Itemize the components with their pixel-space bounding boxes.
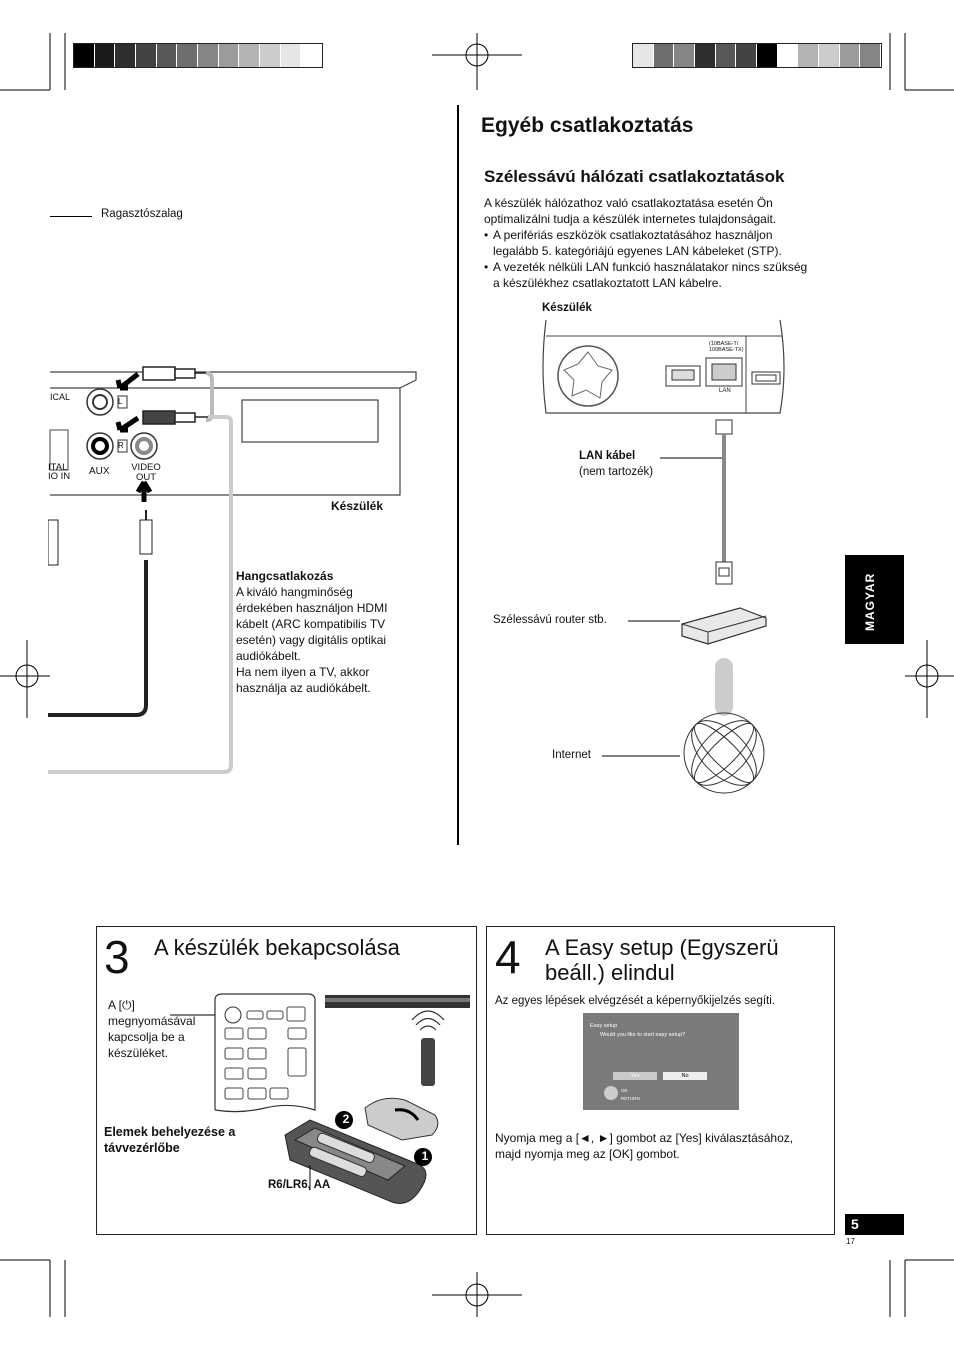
remote-illustration [170, 993, 470, 1204]
audio-line-2: érdekében használjon HDMI [236, 601, 388, 615]
power-instruction: A [⏻] megnyomásával kapcsolja be a készü… [108, 997, 208, 1061]
lan-cable-label: LAN kábel [579, 450, 636, 462]
audio-connection-block: Hangcsatlakozás A kiváló hangminőség érd… [236, 568, 426, 696]
audio-line-6: Ha nem ilyen a TV, akkor [236, 665, 370, 679]
instruction-line-2: majd nyomja meg az [OK] gombot. [495, 1147, 680, 1161]
color-swatch [280, 44, 302, 67]
lan-port-label-1: (10BASE-T/ [709, 341, 739, 347]
audio-in-label: IO IN [48, 471, 71, 482]
color-swatch [198, 44, 219, 67]
intro-line-1: A készülék hálózathoz való csatlakoztatá… [484, 196, 773, 210]
language-tab-label: MAGYAR [863, 572, 877, 631]
device-label-right: Készülék [542, 302, 592, 314]
color-swatch [736, 44, 758, 67]
page-number: 5 [851, 1216, 859, 1232]
step3-number: 3 [104, 931, 130, 983]
language-tab: MAGYAR [845, 555, 904, 644]
jack-l-label: L [118, 397, 123, 406]
tape-leader-line [50, 216, 92, 217]
instruction-line-1: Nyomja meg a [◄, ►] gombot az [Yes] kivá… [495, 1131, 794, 1145]
digital-label: ITAL [48, 462, 68, 473]
sheet-number: 17 [846, 1237, 855, 1246]
power-line-2: megnyomásával [108, 1014, 196, 1028]
no-button[interactable]: No [663, 1072, 707, 1080]
power-line-3: kapcsolja be a [108, 1030, 185, 1044]
color-swatch [653, 44, 675, 67]
color-swatch [798, 44, 820, 67]
audio-line-5: audiókábelt. [236, 649, 301, 663]
color-swatch [777, 44, 799, 67]
router-label: Szélessávú router stb. [493, 614, 607, 626]
easy-setup-screen: Easy setup Would you like to start easy … [583, 1013, 739, 1110]
bullet-2: A vezeték nélküli LAN funkció használata… [484, 259, 844, 291]
color-swatch [260, 44, 281, 67]
audio-line-7: használja az audiókábelt. [236, 681, 371, 695]
battery-step-2: 2 [342, 1112, 350, 1126]
lan-port-label: LAN [719, 388, 731, 394]
color-swatch [177, 44, 199, 67]
audio-line-3: kábelt (ARC kompatibilis TV [236, 617, 386, 631]
color-swatch [839, 44, 861, 67]
color-swatch [301, 44, 323, 67]
tape-label: Ragasztószalag [101, 208, 183, 220]
step4-box [486, 926, 835, 1235]
battery-heading: Elemek behelyezése a távvezérlőbe [104, 1124, 235, 1156]
optical-label: ICAL [50, 392, 71, 402]
screen-return: RETURN [621, 1096, 640, 1101]
section-title: Egyéb csatlakoztatás [481, 114, 694, 137]
battery-heading-2: távvezérlőbe [104, 1141, 180, 1155]
yes-button[interactable]: Yes [613, 1072, 657, 1080]
color-swatch [674, 44, 696, 67]
step4-instruction: Nyomja meg a [◄, ►] gombot az [Yes] kivá… [495, 1130, 830, 1162]
color-swatch [74, 44, 95, 67]
battery-step-1: 1 [421, 1149, 429, 1163]
step3-title: A készülék bekapcsolása [154, 935, 400, 960]
network-diagram [542, 319, 785, 794]
screen-question: Would you like to start easy setup? [600, 1032, 686, 1038]
battery-heading-1: Elemek behelyezése a [104, 1125, 236, 1139]
step4-intro: Az egyes lépések elvégzését a képernyőki… [495, 995, 775, 1007]
color-swatch [94, 44, 116, 67]
network-intro: A készülék hálózathoz való csatlakoztatá… [484, 195, 844, 291]
color-calibration-bar-right [632, 43, 882, 68]
power-line-1: A [⏻] [108, 998, 135, 1012]
navigation-dial-icon [604, 1086, 618, 1100]
color-swatch [860, 44, 882, 67]
lan-port-label-2: 100BASE-TX) [709, 347, 744, 353]
color-swatch [695, 44, 716, 67]
aux-label: AUX [89, 466, 110, 477]
device-label-left: Készülék [331, 499, 384, 513]
power-line-4: készüléket. [108, 1046, 169, 1060]
step4-title-1: A Easy setup (Egyszerü [545, 935, 779, 960]
color-swatch [115, 44, 137, 67]
color-swatch [136, 44, 157, 67]
page-number-tab: 5 [845, 1214, 904, 1235]
section-subtitle: Szélessávú hálózati csatlakoztatások [484, 167, 785, 186]
color-swatch [819, 44, 840, 67]
lan-cable-note: (nem tartozék) [579, 466, 654, 478]
intro-line-2: optimalizálni tudja a készülék internete… [484, 212, 777, 226]
video-out-label: VIDEO OUT [131, 462, 161, 483]
internet-label: Internet [552, 749, 591, 761]
audio-line-4: esetén) vagy digitális optikai [236, 633, 387, 647]
av-connection-diagram [48, 366, 417, 774]
jack-r-label: R [118, 441, 124, 450]
screen-ok: OK [621, 1088, 628, 1093]
audio-line-1: A kiváló hangminőség [236, 585, 353, 599]
screen-title: Easy setup [590, 1023, 618, 1029]
color-calibration-bar-left [73, 43, 323, 68]
color-swatch [715, 44, 737, 67]
step4-title-2: beáll.) elindul [545, 960, 675, 985]
color-swatch [239, 44, 261, 67]
bullet-1: A perifériás eszközök csatlakoztatásához… [484, 227, 844, 259]
color-swatch [757, 44, 778, 67]
color-swatch [156, 44, 178, 67]
color-swatch [218, 44, 240, 67]
battery-type: R6/LR6, AA [268, 1179, 331, 1191]
step3-box [96, 926, 477, 1235]
step4-number: 4 [495, 931, 521, 983]
color-swatch [633, 44, 654, 67]
audio-heading: Hangcsatlakozás [236, 569, 334, 583]
